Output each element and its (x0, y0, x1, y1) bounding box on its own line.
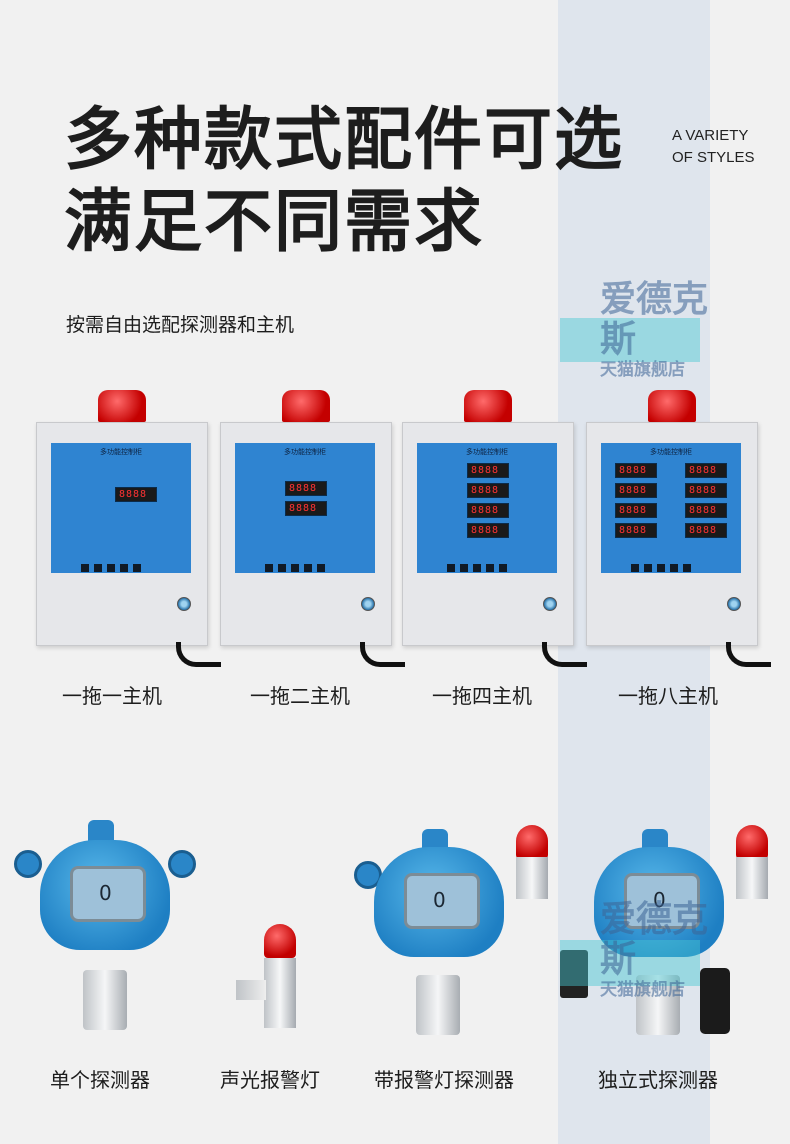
detector-screen: 0 (70, 866, 146, 922)
key-lock-icon (727, 597, 741, 611)
controller-1ch: 多功能控制柜 (36, 390, 221, 667)
sensor-probe (416, 975, 460, 1035)
alarm-light-unit (200, 910, 330, 1040)
lamp-base (736, 857, 768, 899)
alarm-light (98, 390, 146, 422)
detector-screen: 0 (404, 873, 480, 929)
standalone-detector: 0 (588, 825, 778, 1045)
detector-cap (88, 820, 114, 842)
led-display (615, 463, 657, 478)
panel-buttons (81, 557, 161, 572)
red-lamp (516, 825, 548, 859)
alarm-light (282, 390, 330, 422)
page-title: 多种款式配件可选 满足不同需求 (64, 100, 624, 264)
power-cable (176, 642, 221, 667)
led-display (615, 523, 657, 538)
led-display (285, 501, 327, 516)
led-display (615, 503, 657, 518)
control-panel: 多功能控制柜 (417, 443, 557, 573)
english-line-2: OF STYLES (672, 149, 755, 166)
alarm-light (648, 390, 696, 422)
led-display (685, 483, 727, 498)
panel-buttons (265, 557, 345, 572)
detector-side-port (14, 850, 42, 878)
panel-title: 多功能控制柜 (284, 448, 326, 456)
panel-title: 多功能控制柜 (466, 448, 508, 456)
alarm-light (464, 390, 512, 422)
remote-control (700, 968, 730, 1034)
sensor-probe (83, 970, 127, 1030)
watermark-brand: 爱德克斯 (600, 899, 709, 980)
lamp-base (516, 857, 548, 899)
watermark-top: 爱德克斯 天猫旗舰店 (600, 279, 710, 381)
panel-buttons (447, 557, 527, 572)
control-panel: 多功能控制柜 (235, 443, 375, 573)
controller-case: 多功能控制柜 (402, 422, 574, 646)
led-display (115, 487, 157, 502)
led-display (467, 503, 509, 518)
controller-4ch: 多功能控制柜 (402, 390, 587, 667)
watermark-shop: 天猫旗舰店 (600, 360, 685, 380)
title-line-1: 多种款式配件可选 (64, 101, 625, 180)
watermark-brand: 爱德克斯 (600, 279, 709, 360)
red-lamp (736, 825, 768, 859)
led-display (615, 483, 657, 498)
control-panel: 多功能控制柜 (51, 443, 191, 573)
watermark-shop: 天猫旗舰店 (600, 980, 685, 1000)
sensor-probe (636, 975, 680, 1035)
detector-cap (642, 829, 668, 851)
controller-label: 一拖八主机 (618, 684, 718, 708)
english-caption: A VARIETY OF STYLES (672, 125, 755, 169)
detector-label: 声光报警灯 (220, 1068, 320, 1092)
subtitle: 按需自由选配探测器和主机 (66, 314, 295, 336)
english-line-1: A VARIETY (672, 127, 749, 144)
red-lamp (264, 924, 296, 958)
detector-label: 单个探测器 (50, 1068, 150, 1092)
controller-label: 一拖一主机 (62, 684, 162, 708)
controller-case: 多功能控制柜 (220, 422, 392, 646)
key-lock-icon (177, 597, 191, 611)
led-display (685, 523, 727, 538)
detector-reading: 0 (433, 888, 446, 912)
led-display (685, 503, 727, 518)
controller-8ch: 多功能控制柜 (586, 390, 771, 667)
controller-2ch: 多功能控制柜 (220, 390, 405, 667)
power-adapter (560, 950, 588, 998)
watermark-bar (560, 940, 700, 986)
detector-cap (422, 829, 448, 851)
controller-case: 多功能控制柜 (36, 422, 208, 646)
single-detector: 0 (14, 820, 196, 1040)
led-display (467, 463, 509, 478)
panel-title: 多功能控制柜 (650, 448, 692, 456)
detector-screen: 0 (624, 873, 700, 929)
lamp-base (264, 958, 296, 1028)
panel-buttons (631, 557, 711, 572)
detector-side-port (168, 850, 196, 878)
led-display (685, 463, 727, 478)
power-cable (542, 642, 587, 667)
watermark-bottom: 爱德克斯 天猫旗舰店 (600, 899, 710, 1001)
controller-label: 一拖二主机 (250, 684, 350, 708)
lamp-connector (236, 980, 266, 1000)
detector-with-alarm: 0 (354, 825, 558, 1045)
controller-label: 一拖四主机 (432, 684, 532, 708)
detector-label: 带报警灯探测器 (374, 1068, 514, 1092)
watermark-bar (560, 318, 700, 362)
led-display (285, 481, 327, 496)
led-display (467, 523, 509, 538)
panel-title: 多功能控制柜 (100, 448, 142, 456)
key-lock-icon (361, 597, 375, 611)
title-line-2: 满足不同需求 (64, 183, 485, 262)
detector-label: 独立式探测器 (598, 1068, 718, 1092)
detector-reading: 0 (99, 881, 112, 905)
detector-reading: 0 (653, 888, 666, 912)
led-display (467, 483, 509, 498)
power-cable (360, 642, 405, 667)
controller-case: 多功能控制柜 (586, 422, 758, 646)
power-cable (726, 642, 771, 667)
key-lock-icon (543, 597, 557, 611)
control-panel: 多功能控制柜 (601, 443, 741, 573)
